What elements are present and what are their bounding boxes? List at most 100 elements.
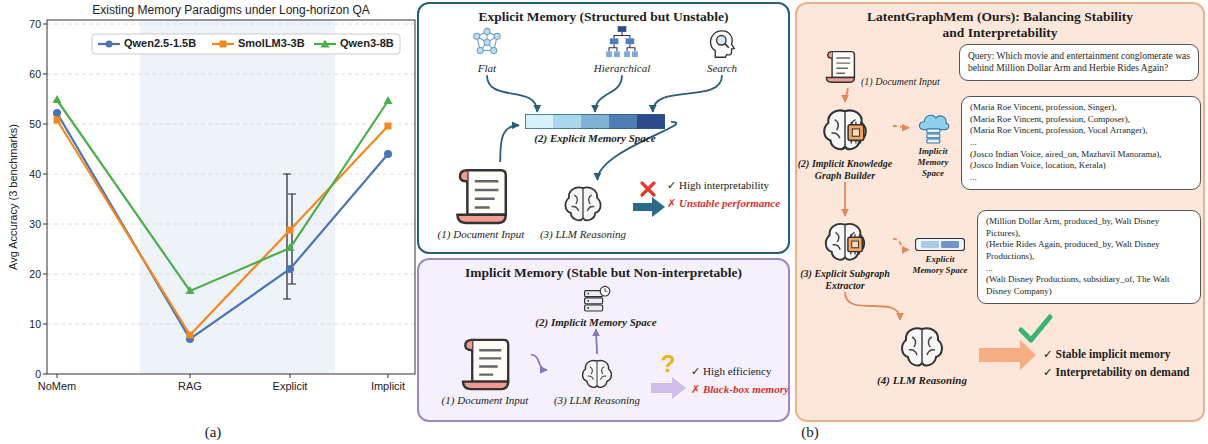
node-caption: (3) LLM Reasoning [540, 228, 626, 241]
connector [597, 122, 676, 180]
icon-node: Hierarchical [577, 22, 667, 75]
server-icon-part [587, 300, 589, 302]
node-caption: (3) Explicit Subgraph Extractor [797, 268, 893, 292]
mem2-icon-part [921, 241, 939, 248]
outcome-note: ✗ Unstable performance [667, 197, 780, 210]
outcome-note: ✓ High interpretability [667, 179, 769, 192]
icon-node: (1) Document Input [433, 162, 529, 241]
flat-icon-part [477, 47, 483, 53]
doc-icon-part [465, 340, 472, 350]
server-icon-part [585, 291, 603, 297]
node-caption: (1) Document Input [861, 76, 940, 88]
doc-icon-part [475, 181, 499, 207]
doc-icon-part [826, 78, 854, 83]
node-caption: Hierarchical [594, 62, 650, 75]
panel-title: LatentGraphMem (Ours): Balancing Stabili… [859, 9, 1141, 41]
outcome-arrows-part [1021, 317, 1050, 340]
flat-icon-part [477, 31, 497, 50]
server-icon-part [587, 307, 589, 309]
node-caption: Explicit Memory Space [909, 254, 971, 276]
outcome-note: ✓ High efficiency [691, 365, 772, 378]
doc-icon-part [479, 350, 501, 374]
cloud-icon-part [927, 139, 940, 143]
box-text: ... [970, 137, 1192, 149]
doc-icon [826, 52, 854, 83]
doc-icon-part [832, 52, 854, 78]
connector [487, 75, 537, 112]
line-chart-part-part [53, 95, 62, 103]
connector [653, 75, 722, 112]
search-icon-part [725, 44, 729, 48]
brainchip-icon-part [824, 110, 865, 149]
line-chart-part-part [187, 332, 194, 339]
hier-icon-part [626, 38, 635, 44]
outcome-note: ✓ Interpretability on demand [1043, 366, 1189, 380]
line-chart-part-part [385, 123, 392, 130]
panel-letter: (b) [801, 423, 819, 441]
hier-icon-part [624, 51, 630, 57]
box-text: (Herbie Rides Again, produced_by, Walt D… [986, 239, 1192, 262]
line-chart-part [106, 41, 113, 48]
outcome-note: ✓ Stable implicit memory [1043, 348, 1171, 362]
icon-node: Implicit Memory Space [909, 106, 957, 178]
icon-node: (3) LLM Reasoning [547, 354, 647, 407]
mem2-icon-part [916, 238, 965, 250]
doc-icon-part [460, 170, 467, 181]
bar-icon-part [525, 114, 553, 129]
outcome-arrows [633, 183, 1050, 399]
brain-icon-part [572, 189, 595, 217]
cloud-icon [919, 115, 948, 143]
line-chart [43, 20, 415, 378]
hier-icon-part [632, 51, 638, 57]
line-chart-part-part [53, 109, 61, 117]
question-mark: ? [661, 350, 676, 379]
brainchip-icon-part [831, 112, 858, 145]
line-chart-part [283, 174, 296, 299]
node-caption: Flat [478, 62, 496, 75]
brain-icon-part [565, 187, 600, 220]
box-text: (Maria Roe Vincent, profession, Vocal Ar… [970, 125, 1192, 137]
hier-icon-part [610, 38, 619, 44]
doc-icon-part [828, 52, 832, 58]
connector [844, 182, 846, 216]
icon-node: (1) Document Input [439, 332, 531, 407]
brainchip-icon-part [848, 125, 864, 141]
connector [893, 239, 909, 250]
search-icon-part [711, 31, 735, 57]
line-chart-part [92, 34, 400, 54]
node-caption: (1) Document Input [438, 228, 525, 241]
icon-node: Explicit Memory Space [909, 236, 971, 276]
brainchip-icon-part [852, 241, 859, 248]
category-label: Implicit [371, 380, 405, 393]
brainchip-icon-part [852, 129, 859, 136]
cloud-icon-part [927, 134, 940, 138]
node-caption: Implicit Memory Space [909, 146, 957, 178]
tick-label: 70 [29, 18, 41, 31]
legend-text: SmolLM3-3B [238, 37, 305, 50]
hier-icon-part [606, 51, 612, 57]
box-text: ... [986, 263, 1192, 275]
brainchip-icon [826, 224, 864, 260]
connector [845, 88, 848, 102]
cloud-icon-part [919, 115, 948, 129]
node-caption: (2) Implicit Knowledge Graph Builder [797, 158, 893, 182]
query-box: Query: Which movie and entertainment con… [959, 44, 1199, 81]
mem2-icon-part [941, 241, 959, 248]
flat-icon-part [474, 33, 480, 39]
tick-label: 60 [29, 68, 41, 81]
bar-icon-part [609, 114, 637, 129]
flat-icon [474, 28, 501, 53]
bar-icon [525, 114, 665, 129]
icon-node: (3) Explicit Subgraph Extractor [797, 216, 893, 292]
hier-icon [606, 26, 638, 57]
tick-label: 10 [29, 318, 41, 331]
brain-icon-part [902, 328, 942, 365]
line-chart-part [314, 43, 336, 45]
cloud-icon-part [927, 129, 940, 133]
doc-icon-part [457, 215, 505, 223]
box-text: Query: Which movie and entertainment con… [968, 50, 1190, 75]
category-label: Explicit [273, 380, 308, 393]
axis-title: Avg Accuracy (3 benchmarks) [7, 124, 20, 270]
line-chart-part [98, 43, 120, 45]
